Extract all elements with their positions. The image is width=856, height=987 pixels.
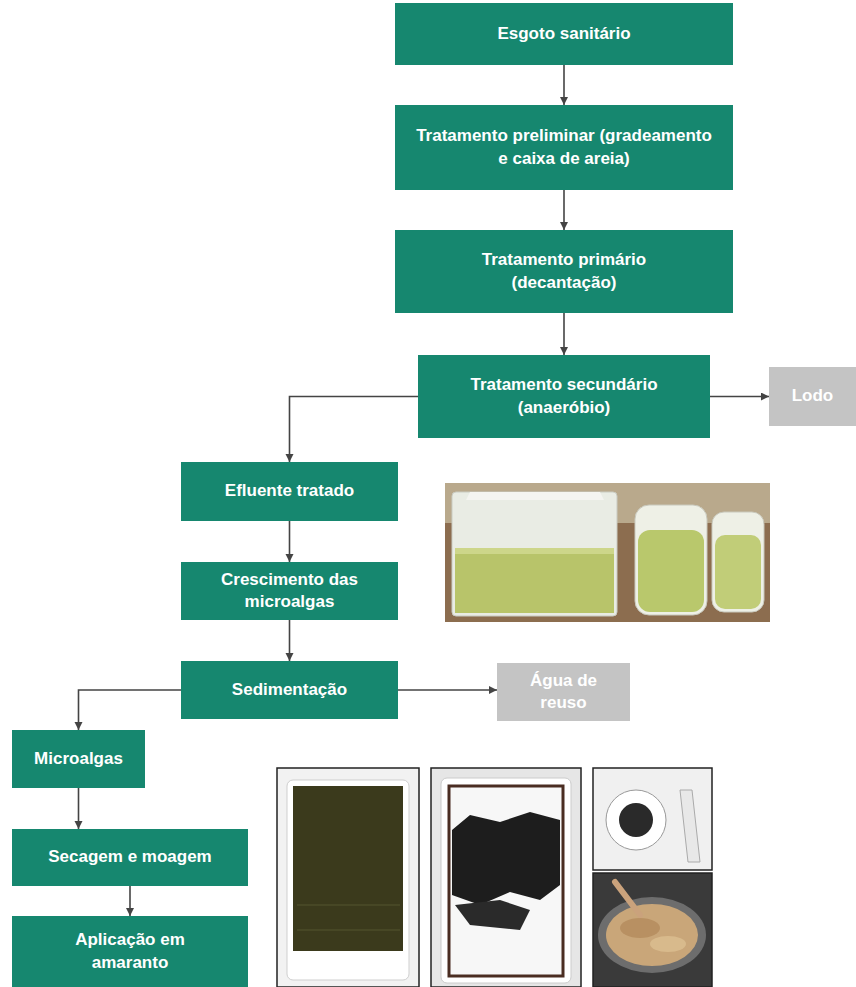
box-label: Tratamento primário (decantação) [454, 249, 674, 293]
process-box: Efluente tratado [181, 462, 398, 521]
flow-arrow [563, 65, 565, 105]
grinding-photo [593, 768, 712, 870]
process-box: Secagem e moagem [12, 829, 248, 886]
process-box: Tratamento secundário (anaeróbio) [418, 355, 710, 438]
amaranth-photo [593, 873, 712, 987]
output-box: Lodo [769, 367, 856, 426]
box-label: Esgoto sanitário [497, 23, 630, 45]
flow-arrow [710, 396, 769, 398]
box-label: Microalgas [34, 748, 123, 770]
flow-arrow [398, 689, 497, 691]
flow-arrow [563, 313, 565, 355]
sedimentation-photo [277, 768, 419, 987]
process-box: Microalgas [12, 730, 145, 788]
flow-arrow [563, 190, 565, 230]
process-box: Crescimento das microalgas [181, 562, 398, 620]
flow-arrow [289, 521, 291, 562]
flow-arrow [79, 690, 182, 730]
process-box: Aplicação em amaranto [12, 916, 248, 987]
box-label: Secagem e moagem [48, 846, 211, 868]
process-box: Esgoto sanitário [395, 3, 733, 65]
box-label: Crescimento das microalgas [195, 569, 385, 613]
box-label: Tratamento secundário (anaeróbio) [449, 374, 679, 418]
flow-arrow [289, 620, 291, 661]
box-label: Sedimentação [232, 679, 347, 701]
drying-photo [431, 768, 581, 987]
cultivation-photo [445, 483, 770, 622]
box-label: Efluente tratado [225, 480, 354, 502]
process-box: Tratamento primário (decantação) [395, 230, 733, 313]
box-label: Água de reuso [514, 670, 614, 714]
box-label: Aplicação em amaranto [55, 929, 205, 973]
output-box: Água de reuso [497, 663, 630, 721]
process-box: Tratamento preliminar (gradeamento e cai… [395, 105, 733, 190]
process-box: Sedimentação [181, 661, 398, 719]
box-label: Tratamento preliminar (gradeamento e cai… [414, 125, 714, 169]
box-label: Lodo [792, 385, 834, 407]
flow-arrow [78, 788, 80, 829]
flow-arrow [129, 886, 131, 916]
flow-arrow [290, 397, 419, 463]
